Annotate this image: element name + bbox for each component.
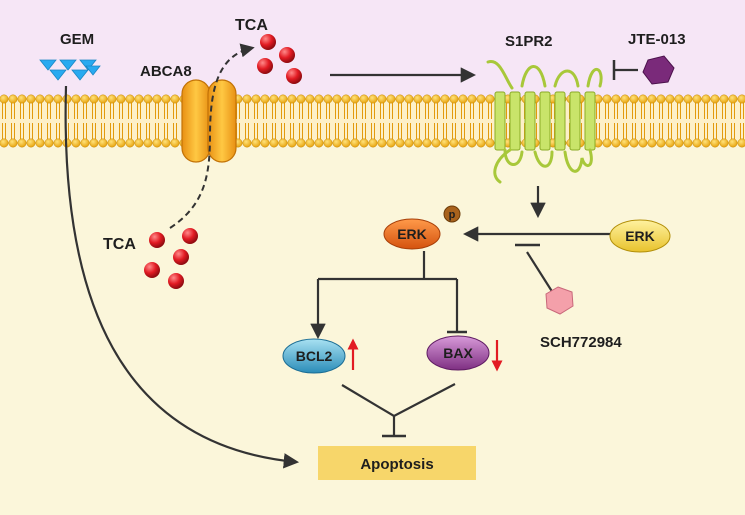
tca-efflux-path xyxy=(169,43,255,229)
s1pr2-label: S1PR2 xyxy=(505,33,553,50)
bax-label: BAX xyxy=(443,345,473,361)
extracellular-space xyxy=(0,0,745,97)
bax-node xyxy=(426,335,490,371)
sch772984-label: SCH772984 xyxy=(540,334,622,351)
erk-label: ERK xyxy=(625,228,655,244)
tca-bottom-label: TCA xyxy=(103,236,136,253)
tca-molecules-bottom-icon xyxy=(144,228,198,289)
abca8-label: ABCA8 xyxy=(140,63,192,80)
tca-molecules-top-icon xyxy=(257,34,302,84)
phosphate-icon xyxy=(443,205,461,223)
apoptosis-box xyxy=(318,446,476,480)
cytoplasm xyxy=(0,97,745,515)
bcl2-node xyxy=(282,338,346,374)
tca-top-label: TCA xyxy=(235,17,268,34)
jte-013-label: JTE-013 xyxy=(628,31,686,48)
bcl2-label: BCL2 xyxy=(296,348,333,364)
erk-phospho-label: ERK xyxy=(397,226,427,242)
sch-inhibition-line xyxy=(526,251,554,294)
erk-node xyxy=(609,219,671,253)
gem-molecules-icon xyxy=(39,59,101,81)
abca8-transporter-icon xyxy=(181,79,237,163)
cell-membrane xyxy=(0,94,745,148)
sch772984-molecule-icon xyxy=(545,286,574,315)
jte-013-molecule-icon xyxy=(642,55,675,85)
apoptosis-label: Apoptosis xyxy=(360,456,433,473)
phosphate-label: p xyxy=(449,209,456,221)
erk-phospho-node xyxy=(383,218,441,250)
gem-label: GEM xyxy=(60,31,94,48)
s1pr2-receptor-icon xyxy=(486,60,603,184)
gem-to-apoptosis-arrow xyxy=(64,85,300,469)
